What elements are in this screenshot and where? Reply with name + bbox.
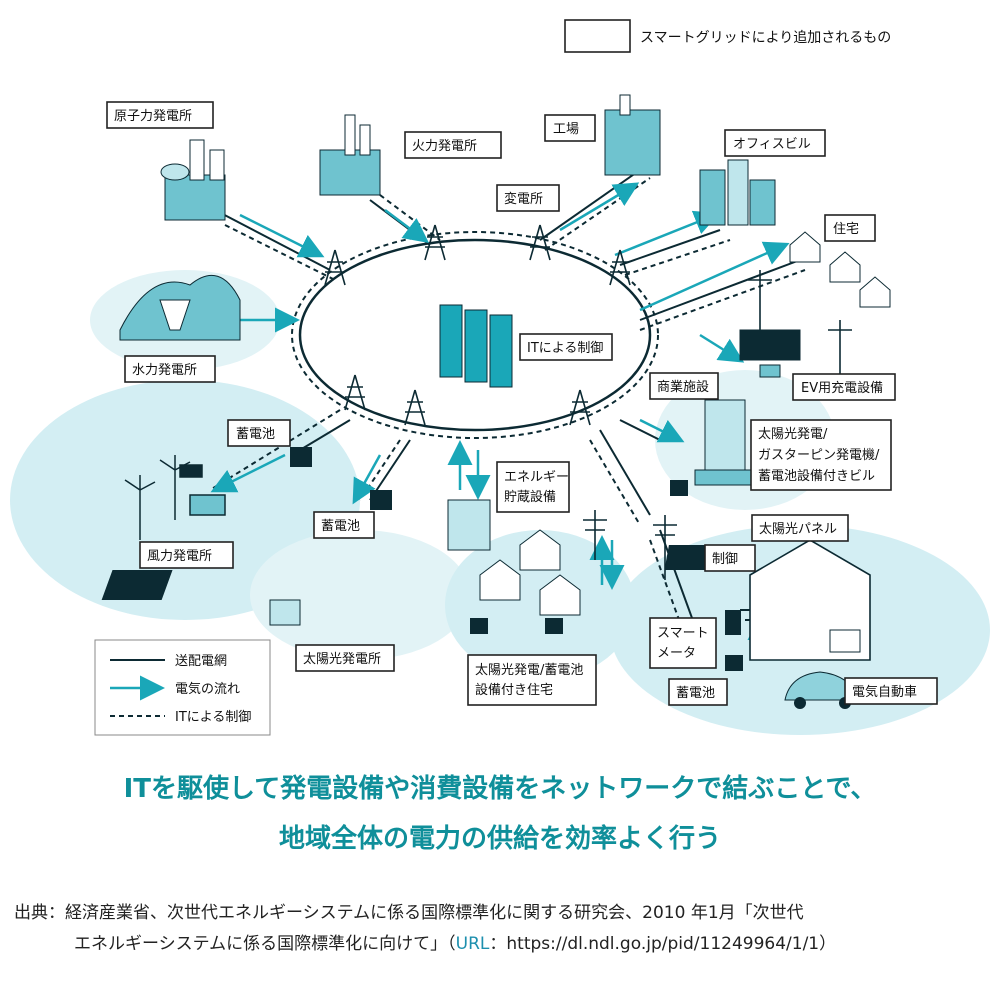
solar-plant-icon — [101, 570, 301, 626]
label-solar-plant: 太陽光発電所 — [303, 652, 381, 667]
battery-icon — [670, 480, 688, 496]
smart-grid-legend-top: スマートグリッドにより追加されるもの — [564, 19, 891, 53]
house-icon — [789, 231, 891, 308]
hydro-dam-icon — [119, 275, 241, 341]
label-wind: 風力発電所 — [147, 549, 212, 564]
energy-storage-icon — [447, 499, 491, 551]
url-label: URL — [455, 934, 490, 954]
pylon-icon — [424, 224, 446, 261]
label-control: 制御 — [712, 552, 738, 567]
server-rack-icon — [439, 304, 513, 388]
label-center: ITによる制御 — [527, 341, 603, 356]
label-solar-house-1: 太陽光発電/蓄電池 — [475, 663, 583, 678]
label-energy-storage-2: 貯蔵設備 — [504, 489, 556, 505]
thermal-plant-icon — [319, 114, 381, 196]
label-solar-panel: 太陽光パネル — [759, 522, 837, 537]
label-smart-meter-1: スマート — [657, 626, 709, 641]
smart-grid-diagram: スマートグリッドにより追加されるもの 原子力発電所 火力発電所 水力発電所 工場… — [10, 19, 990, 736]
label-battery-1: 蓄電池 — [236, 427, 275, 442]
battery-icon — [725, 655, 743, 671]
legend-line-text: 送配電網 — [175, 654, 227, 669]
commercial-building-icon — [694, 399, 756, 486]
pylon-icon — [569, 389, 591, 426]
nuclear-plant-icon — [160, 139, 226, 221]
label-factory: 工場 — [553, 122, 579, 137]
label-substation: 変電所 — [504, 191, 543, 207]
node-labels: 原子力発電所 火力発電所 水力発電所 工場 変電所 オフィスビル 住宅 EV用充… — [106, 101, 938, 706]
battery-icon — [470, 618, 488, 634]
battery-pack-icons — [290, 447, 743, 671]
pylon-icon — [609, 249, 631, 286]
grid-ring — [291, 231, 659, 439]
legend-top-text: スマートグリッドにより追加されるもの — [640, 30, 891, 46]
source-url-text: ：https://dl.ndl.go.jp/pid/11249964/1/1） — [489, 934, 837, 954]
label-electric-car: 電気自動車 — [852, 684, 917, 700]
caption-line-2: 地域全体の電力の供給を効率よく行う — [278, 824, 721, 854]
label-commercial: 商業施設 — [657, 379, 709, 395]
pylon-icon — [404, 389, 426, 426]
battery-icon — [545, 618, 563, 634]
utility-pole-icon — [583, 510, 607, 560]
label-solar-house-2: 設備付き住宅 — [475, 682, 553, 698]
ev-charger-icon — [739, 329, 801, 378]
label-solar-bldg-1: 太陽光発電/ — [758, 427, 828, 442]
label-nuclear: 原子力発電所 — [114, 109, 192, 124]
solar-houses-icon — [479, 529, 581, 616]
legend-arrow-text: 電気の流れ — [175, 681, 240, 697]
pylon-icon — [344, 374, 366, 411]
utility-pole-icon — [828, 320, 852, 380]
label-smart-meter-2: メータ — [657, 646, 696, 661]
source-text: エネルギーシステムに係る国際標準化に向けて」（ — [74, 934, 456, 954]
ring-solid — [298, 238, 652, 432]
line-legend: 送配電網 電気の流れ ITによる制御 — [94, 639, 271, 736]
label-office: オフィスビル — [733, 137, 811, 152]
label-energy-storage-1: エネルギー — [504, 470, 569, 485]
ring-dashed — [291, 231, 659, 439]
label-thermal: 火力発電所 — [412, 139, 477, 154]
wind-turbine-icon — [124, 455, 226, 540]
legend-dashed-text: ITによる制御 — [175, 710, 251, 725]
office-building-icon — [699, 159, 776, 226]
caption-line-1: ITを駆使して発電設備や消費設備をネットワークで結ぶことで、 — [123, 774, 877, 804]
electric-car-icon — [784, 671, 861, 709]
source-line-1: 出典：経済産業省、次世代エネルギーシステムに係る国際標準化に関する研究会、201… — [14, 903, 804, 923]
label-ev: EV用充電設備 — [801, 380, 883, 396]
battery-icon — [290, 447, 312, 467]
source-line-2: エネルギーシステムに係る国際標準化に向けて」（URL：https://dl.nd… — [14, 929, 989, 960]
battery-icon — [370, 490, 392, 510]
label-hydro: 水力発電所 — [132, 363, 197, 378]
factory-icon — [604, 94, 661, 176]
pylons — [324, 224, 852, 580]
label-solar-bldg-3: 蓄電池設備付きビル — [758, 468, 875, 484]
label-battery-2: 蓄電池 — [321, 519, 360, 534]
solar-plant-region — [250, 530, 470, 660]
label-house: 住宅 — [833, 222, 859, 237]
label-solar-bldg-2: ガスターピン発電機/ — [758, 448, 880, 463]
pylon-icon — [529, 224, 551, 261]
pylon-icon — [324, 249, 346, 286]
label-battery-3: 蓄電池 — [676, 686, 715, 701]
utility-pole-icon — [748, 270, 772, 330]
